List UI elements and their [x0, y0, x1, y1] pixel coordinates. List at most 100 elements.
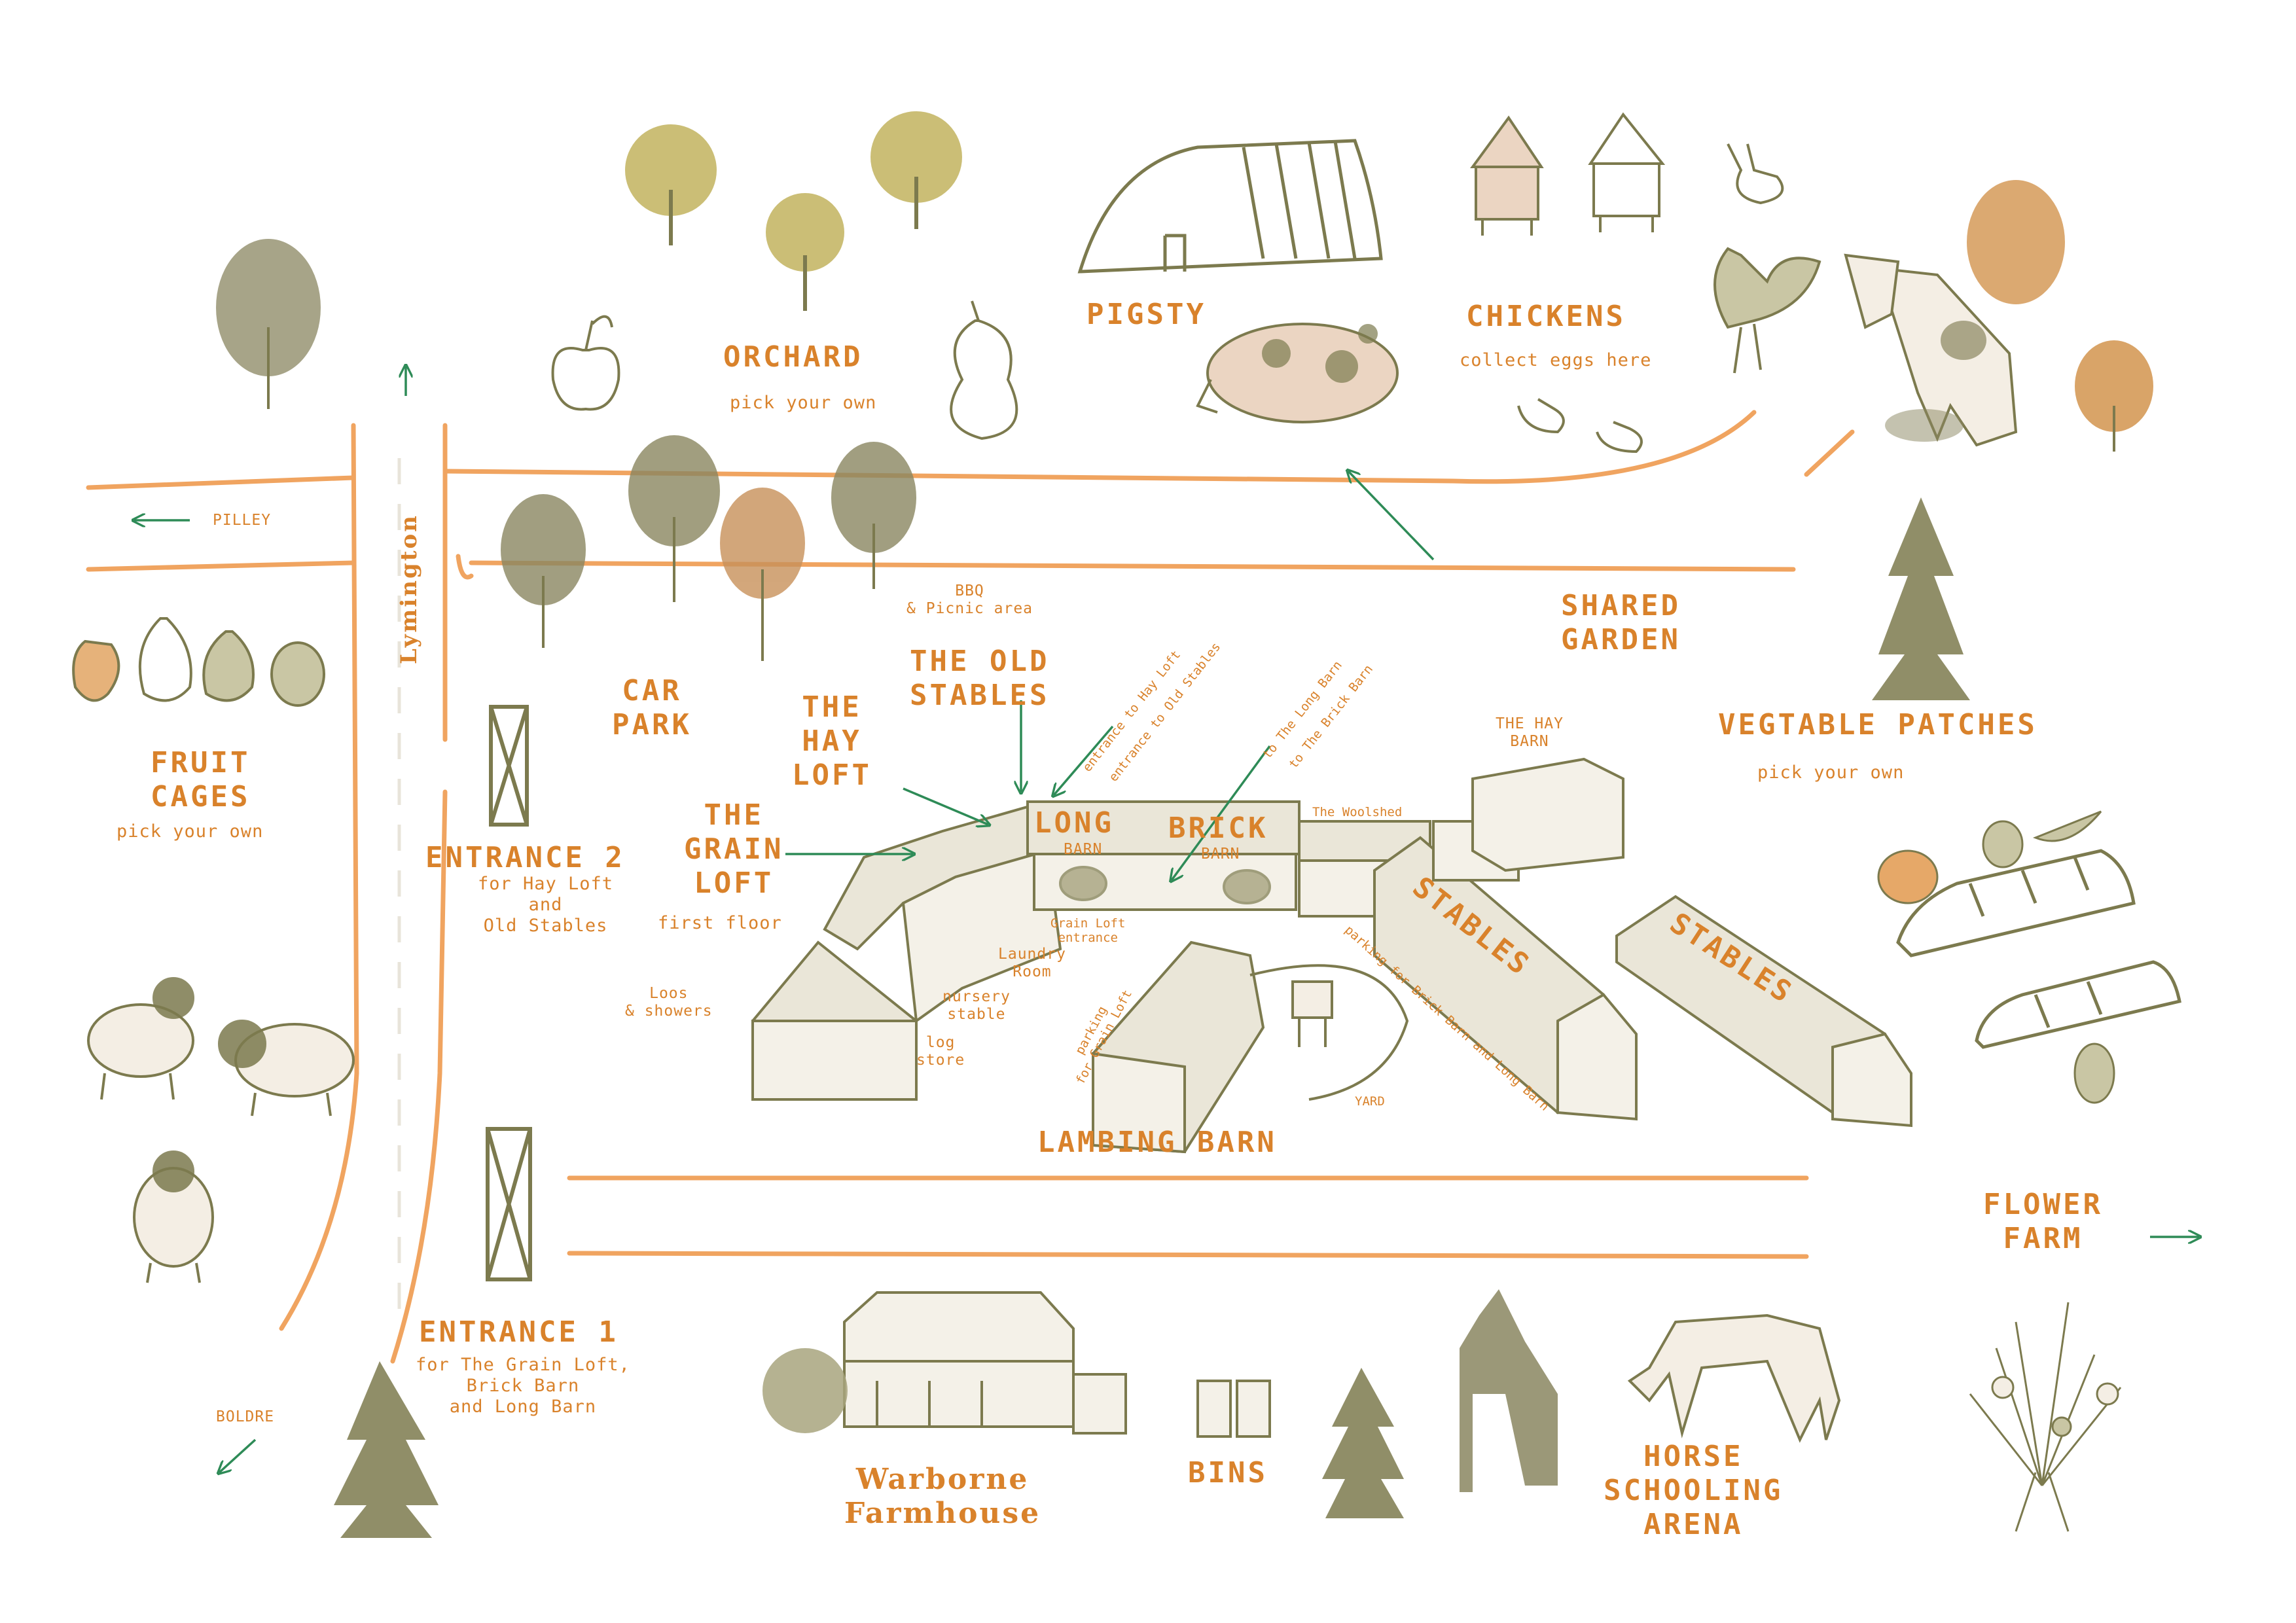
hay-loft-line-2: HAY	[802, 724, 862, 758]
car-park-line-1: CAR	[622, 674, 682, 707]
bins-label: BINS	[1188, 1456, 1268, 1489]
chickens-label: CHICKENS	[1466, 300, 1626, 333]
farmhouse-line-1: Warborne	[855, 1463, 1030, 1496]
nissen-hut-icon	[1077, 139, 1383, 274]
horse-icon	[1460, 1289, 1841, 1492]
grain-loft-sub-label: first floor	[658, 913, 782, 933]
raspberry-icon	[270, 641, 325, 707]
woolshed-label: The Woolshed	[1312, 805, 1403, 819]
fig-icon	[138, 617, 255, 702]
laundry-line-2: Room	[1013, 963, 1052, 981]
lambing-barn-label: LAMBING BARN	[1037, 1126, 1277, 1159]
nursery-stable-line-1: nursery	[942, 988, 1011, 1005]
tree-icon	[216, 239, 321, 409]
wheelie-bin-icon	[1196, 1380, 1271, 1438]
vegetable-patches-label: VEGTABLE PATCHES	[1718, 708, 2037, 741]
flower-farm-line-1: FLOWER	[1983, 1188, 2103, 1221]
grain-loft-entrance-line-2: entrance	[1058, 931, 1118, 946]
entrance-2-sub-label: for Hay Loft and Old Stables	[478, 874, 613, 936]
roadside-trees	[501, 435, 916, 605]
pig-icon	[1196, 323, 1399, 423]
vegetable-patches-sub-label: pick your own	[1757, 762, 1905, 783]
hay-loft-label: THE HAY LOFT	[792, 690, 872, 793]
old-stables-label: THE OLD STABLES	[910, 645, 1049, 713]
laundry-label: Laundry Room	[998, 946, 1066, 981]
polytunnel-icon	[1896, 849, 2181, 1049]
direction-arrows	[134, 366, 2199, 1472]
cow-icon	[1291, 980, 1333, 1047]
entrance-2-sub-line-3: Old Stables	[483, 915, 608, 936]
fruit-cages-line-2: CAGES	[151, 779, 251, 813]
entrance-1-sub-line-3: and Long Barn	[449, 1396, 597, 1417]
barn-icon	[751, 757, 1912, 1154]
old-stables-line-2: STABLES	[910, 678, 1050, 712]
fruit-cages-label: FRUIT CAGES	[151, 746, 250, 814]
gate-icon	[486, 705, 532, 1281]
yard-track	[1249, 964, 1409, 1101]
hay-barn-line-1: THE HAY	[1496, 715, 1564, 732]
road-lymington-label: Lymington	[396, 514, 422, 664]
peas-icon	[2032, 810, 2102, 842]
entrance-1-label: ENTRANCE 1	[419, 1315, 619, 1349]
hay-loft-line-3: LOFT	[792, 758, 872, 792]
log-store-label: log store	[916, 1034, 965, 1069]
grain-loft-line-1: THE	[704, 798, 764, 832]
bbq-line-2: & Picnic area	[906, 600, 1033, 618]
orchard-sub-label: pick your own	[730, 393, 877, 413]
nursery-stable-label: nursery stable	[942, 988, 1011, 1024]
entrance-1-sub-line-1: for The Grain Loft,	[416, 1355, 630, 1375]
roads	[86, 410, 1855, 1364]
shared-garden-label: SHARED GARDEN	[1561, 589, 1681, 657]
chickens-sub-label: collect eggs here	[1460, 350, 1652, 370]
highland-cow-icon	[218, 1020, 355, 1116]
brick-barn-sub-label: BARN	[1201, 846, 1240, 863]
horse-arena-line-2: SCHOOLING	[1604, 1473, 1784, 1507]
entrance-1-sub-line-2: Brick Barn	[466, 1375, 580, 1396]
fruit-cages-sub-label: pick your own	[117, 821, 264, 842]
road-pilley-label: PILLEY	[213, 512, 272, 529]
laundry-line-1: Laundry	[998, 946, 1066, 963]
car-park-line-2: PARK	[612, 707, 692, 741]
grain-loft-entrance-label: Grain Loft entrance	[1050, 916, 1125, 946]
road-boldre-label: BOLDRE	[216, 1408, 275, 1425]
rooster-icon	[1713, 247, 1821, 374]
pear-icon	[950, 300, 1018, 440]
goose-icon	[1727, 143, 1784, 205]
sheep-icon	[87, 977, 214, 1283]
log-store-line-1: log	[925, 1034, 956, 1051]
roadside-tree-trunks	[542, 517, 875, 661]
bbq-line-1: BBQ	[955, 582, 984, 599]
entrance-2-sub-line-1: for Hay Loft	[478, 874, 614, 894]
hen-house-icon	[1470, 112, 1666, 236]
hay-barn-line-2: BARN	[1510, 733, 1549, 751]
car-park-label: CAR PARK	[612, 674, 692, 742]
grain-loft-entrance-line-1: Grain Loft	[1050, 916, 1126, 931]
long-barn-label: LONG	[1034, 806, 1114, 840]
brick-barn-label: BRICK	[1168, 812, 1268, 845]
apple-icon	[551, 315, 620, 411]
farmhouse-icon	[843, 1291, 1127, 1435]
old-stables-line-1: THE OLD	[910, 645, 1050, 678]
autumn-trees	[1967, 180, 2153, 452]
horse-arena-line-1: HORSE	[1643, 1440, 1744, 1473]
hay-barn-label: THE HAY BARN	[1496, 715, 1564, 751]
horse-arena-line-3: ARENA	[1643, 1507, 1744, 1541]
orchard-trees	[625, 111, 962, 311]
marrow-icon	[1982, 820, 2115, 1104]
farmhouse-label: Warborne Farmhouse	[844, 1463, 1041, 1531]
farmhouse-line-2: Farmhouse	[844, 1496, 1041, 1530]
log-store-line-2: store	[916, 1052, 965, 1069]
entrance-2-sub-line-2: and	[528, 894, 563, 915]
flower-farm-label: FLOWER FARM	[1983, 1188, 2103, 1256]
entrance-1-sub-label: for The Grain Loft, Brick Barn and Long …	[416, 1355, 630, 1418]
duck-icon	[1517, 398, 1643, 454]
long-barn-sub-label: BARN	[1064, 841, 1103, 858]
pumpkin-icon	[1877, 849, 1939, 904]
yard-label: YARD	[1355, 1094, 1385, 1109]
nursery-stable-line-2: stable	[947, 1006, 1006, 1024]
shared-garden-line-1: SHARED	[1561, 589, 1681, 622]
pigsty-label: PIGSTY	[1086, 298, 1206, 331]
entrance-2-label: ENTRANCE 2	[425, 841, 625, 874]
flower-bouquet-icon	[1969, 1302, 2122, 1532]
